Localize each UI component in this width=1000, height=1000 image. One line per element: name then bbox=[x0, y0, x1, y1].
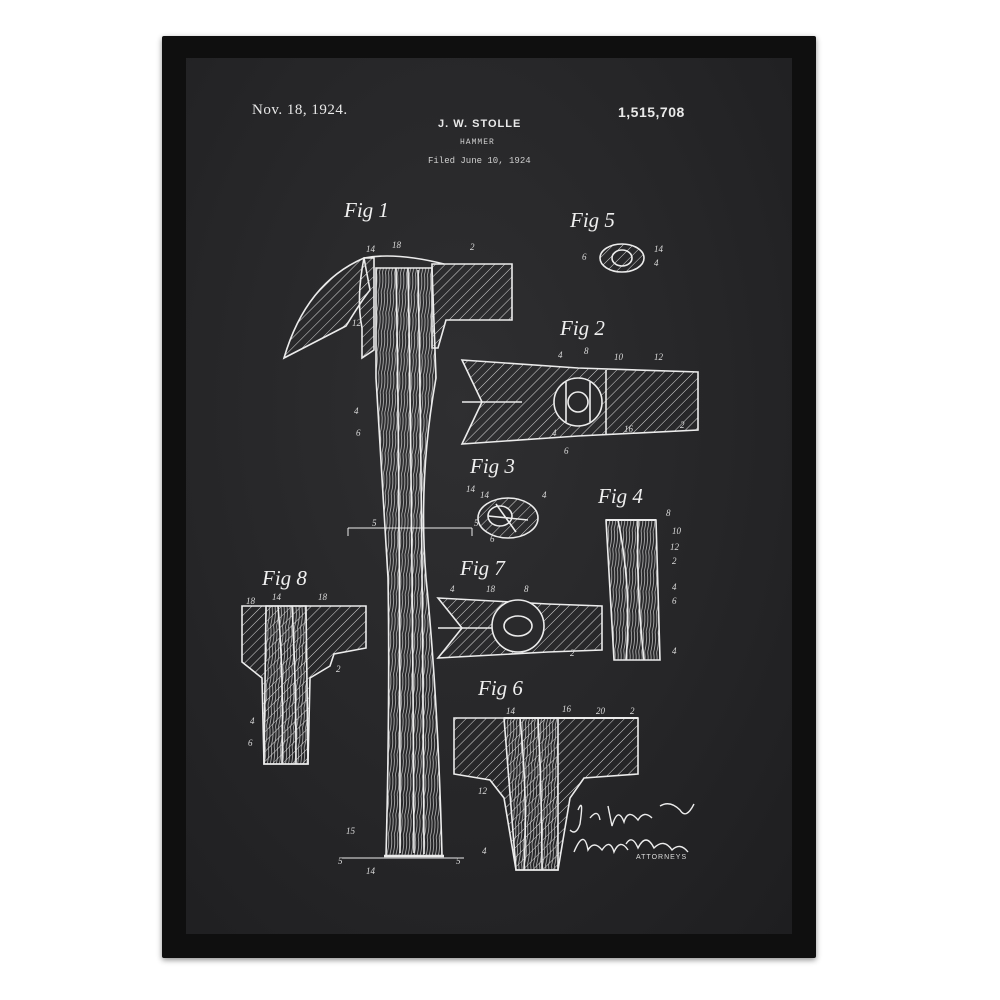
filed-date: Filed June 10, 1924 bbox=[428, 156, 531, 166]
patent-date: Nov. 18, 1924. bbox=[252, 102, 348, 118]
svg-text:6: 6 bbox=[564, 446, 569, 456]
svg-text:14: 14 bbox=[466, 484, 476, 494]
svg-text:2: 2 bbox=[470, 242, 475, 252]
fig4-label: Fig 4 bbox=[598, 484, 643, 508]
svg-text:18: 18 bbox=[486, 584, 496, 594]
svg-text:16: 16 bbox=[562, 704, 572, 714]
attorneys-caption: ATTORNEYS bbox=[636, 854, 688, 861]
svg-text:14: 14 bbox=[272, 592, 282, 602]
svg-text:5: 5 bbox=[372, 518, 377, 528]
svg-text:4: 4 bbox=[250, 716, 255, 726]
svg-text:18: 18 bbox=[318, 592, 328, 602]
svg-text:5: 5 bbox=[338, 856, 343, 866]
inventor-signature bbox=[569, 803, 695, 833]
patent-poster: Nov. 18, 1924. J. W. STOLLE 1,515,708 HA… bbox=[186, 58, 792, 934]
svg-text:2: 2 bbox=[672, 556, 677, 566]
svg-text:14: 14 bbox=[366, 244, 376, 254]
svg-text:4: 4 bbox=[558, 350, 563, 360]
svg-text:6: 6 bbox=[582, 252, 587, 262]
svg-text:14: 14 bbox=[366, 866, 376, 876]
svg-text:8: 8 bbox=[584, 346, 589, 356]
svg-text:8: 8 bbox=[524, 584, 529, 594]
svg-text:18: 18 bbox=[246, 596, 256, 606]
fig5-label: Fig 5 bbox=[570, 208, 615, 232]
svg-text:15: 15 bbox=[346, 826, 356, 836]
svg-text:16: 16 bbox=[624, 424, 634, 434]
svg-text:14: 14 bbox=[480, 490, 490, 500]
svg-text:5: 5 bbox=[456, 856, 461, 866]
svg-text:6: 6 bbox=[672, 596, 677, 606]
svg-text:4: 4 bbox=[552, 428, 557, 438]
fig6-section bbox=[453, 717, 639, 871]
svg-text:4: 4 bbox=[542, 490, 547, 500]
svg-text:4: 4 bbox=[354, 406, 359, 416]
svg-text:4: 4 bbox=[672, 646, 677, 656]
fig6-label: Fig 6 bbox=[478, 676, 523, 700]
svg-text:10: 10 bbox=[672, 526, 682, 536]
svg-text:14: 14 bbox=[506, 706, 516, 716]
svg-text:10: 10 bbox=[614, 352, 624, 362]
svg-text:14: 14 bbox=[654, 244, 664, 254]
svg-text:4: 4 bbox=[450, 584, 455, 594]
patent-subject: HAMMER bbox=[460, 138, 495, 147]
attorney-signature bbox=[573, 838, 689, 855]
svg-text:2: 2 bbox=[336, 664, 341, 674]
inventor-name: J. W. STOLLE bbox=[438, 118, 522, 130]
svg-text:2: 2 bbox=[680, 420, 685, 430]
patent-number: 1,515,708 bbox=[618, 104, 685, 120]
svg-text:12: 12 bbox=[352, 318, 362, 328]
fig3-label: Fig 3 bbox=[470, 454, 515, 478]
svg-text:6: 6 bbox=[356, 428, 361, 438]
svg-text:2: 2 bbox=[630, 706, 635, 716]
fig2-label: Fig 2 bbox=[560, 316, 605, 340]
fig7-label: Fig 7 bbox=[460, 556, 505, 580]
fig8-label: Fig 8 bbox=[262, 566, 307, 590]
svg-text:8: 8 bbox=[666, 508, 671, 518]
fig4-section bbox=[605, 519, 661, 661]
fig1-hammer bbox=[282, 255, 513, 859]
svg-text:4: 4 bbox=[654, 258, 659, 268]
svg-text:20: 20 bbox=[596, 706, 606, 716]
fig1-label: Fig 1 bbox=[344, 198, 389, 222]
fig2-head-top bbox=[460, 359, 699, 445]
fig3-section bbox=[477, 497, 539, 539]
svg-text:18: 18 bbox=[392, 240, 402, 250]
fig7-head-top bbox=[436, 597, 603, 659]
svg-text:4: 4 bbox=[672, 582, 677, 592]
svg-text:5: 5 bbox=[474, 518, 479, 528]
fig5-section bbox=[599, 243, 645, 273]
svg-text:2: 2 bbox=[570, 648, 575, 658]
svg-text:6: 6 bbox=[248, 738, 253, 748]
svg-text:6: 6 bbox=[490, 534, 495, 544]
fig8-section bbox=[241, 605, 367, 765]
svg-text:4: 4 bbox=[482, 846, 487, 856]
svg-text:12: 12 bbox=[478, 786, 488, 796]
svg-text:12: 12 bbox=[654, 352, 664, 362]
svg-text:12: 12 bbox=[670, 542, 680, 552]
